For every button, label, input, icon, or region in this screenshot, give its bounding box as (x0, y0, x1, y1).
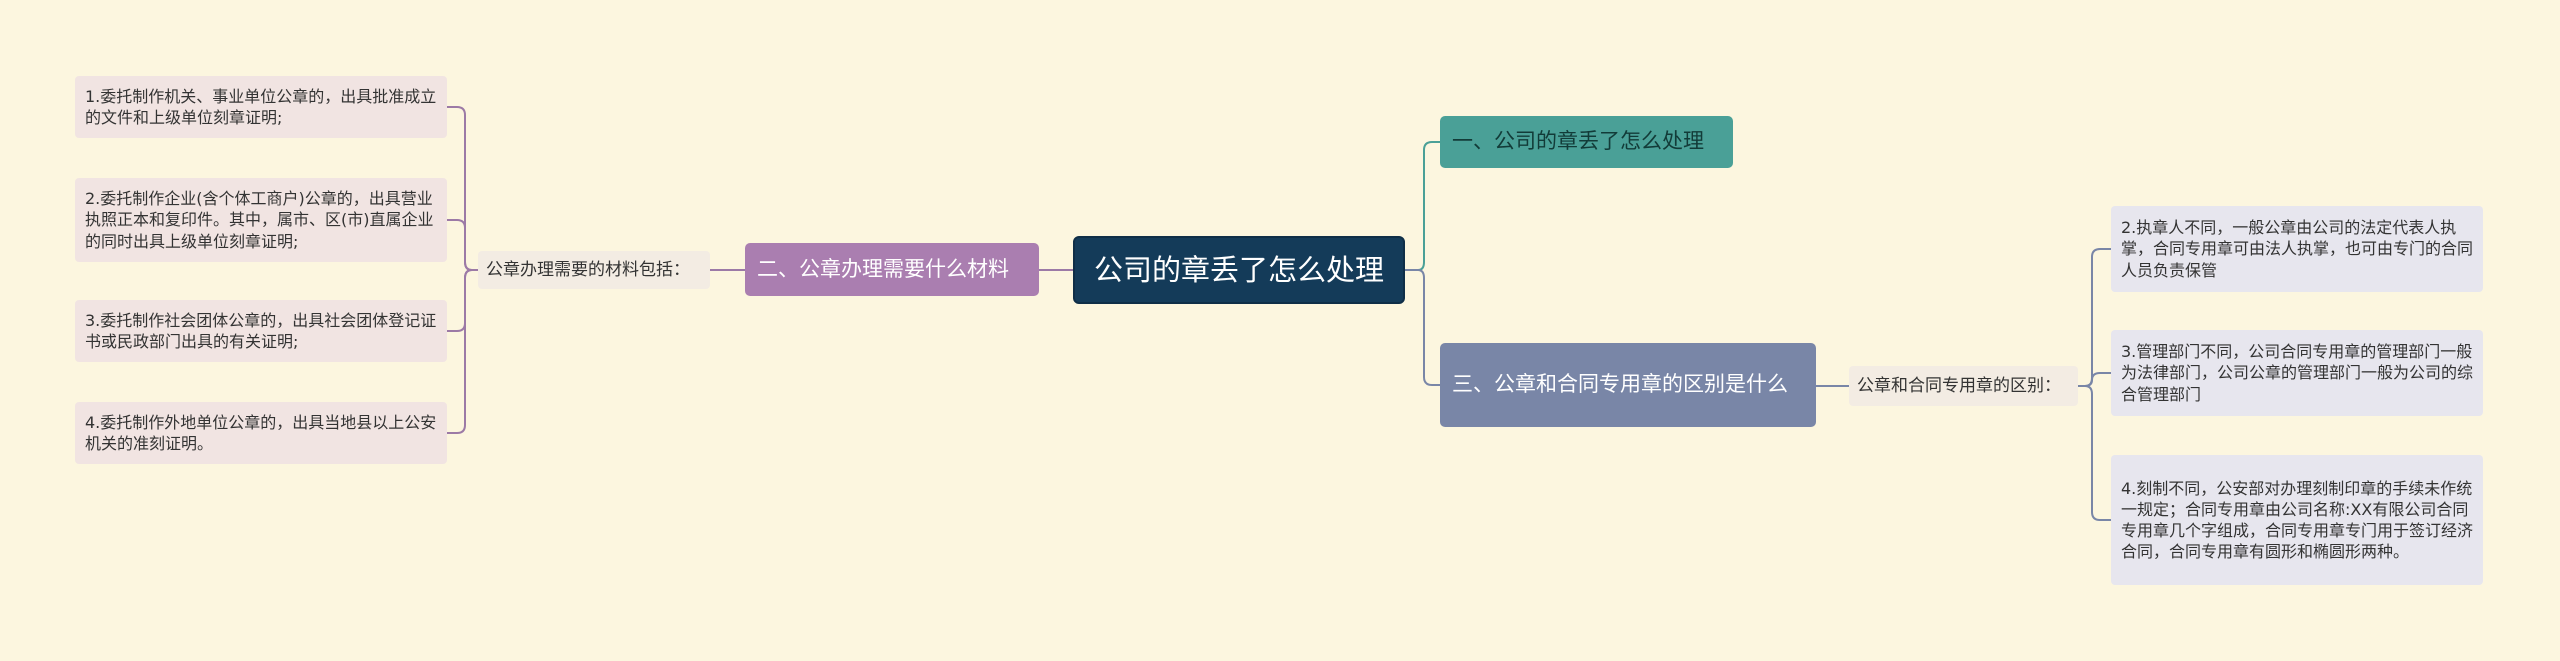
leaf-text: 4.委托制作外地单位公章的，出具当地县以上公安机关的准刻证明。 (85, 412, 437, 453)
branch-3-topic[interactable]: 三、公章和合同专用章的区别是什么 (1440, 343, 1816, 427)
branch-2-leaf-3[interactable]: 3.委托制作社会团体公章的，出具社会团体登记证书或民政部门出具的有关证明; (75, 300, 447, 362)
branch-3-leaf-2[interactable]: 3.管理部门不同，公司合同专用章的管理部门一般为法律部门，公司公章的管理部门一般… (2111, 330, 2483, 416)
branch-3-leaf-1[interactable]: 2.执章人不同，一般公章由公司的法定代表人执掌，合同专用章可由法人执掌，也可由专… (2111, 206, 2483, 292)
branch-2-leaf-2[interactable]: 2.委托制作企业(含个体工商户)公章的，出具营业执照正本和复印件。其中，属市、区… (75, 178, 447, 262)
leaf-text: 3.管理部门不同，公司合同专用章的管理部门一般为法律部门，公司公章的管理部门一般… (2121, 342, 2474, 404)
link-sub-left-leaf4 (447, 269, 478, 434)
branch-3-leaf-3[interactable]: 4.刻制不同，公安部对办理刻制印章的手续未作统一规定；合同专用章由公司名称:XX… (2111, 455, 2483, 585)
branch-3-label: 三、公章和合同专用章的区别是什么 (1452, 372, 1788, 397)
leaf-text: 3.委托制作社会团体公章的，出具社会团体登记证书或民政部门出具的有关证明; (85, 310, 437, 351)
leaf-text: 4.刻制不同，公安部对办理刻制印章的手续未作统一规定；合同专用章由公司名称:XX… (2121, 478, 2474, 562)
root-topic-label: 公司的章丢了怎么处理 (1093, 252, 1384, 287)
root-topic[interactable]: 公司的章丢了怎么处理 (1073, 236, 1405, 304)
branch-2-leaf-1[interactable]: 1.委托制作机关、事业单位公章的，出具批准成立的文件和上级单位刻章证明; (75, 76, 447, 138)
branch-3-subtopic-label: 公章和合同专用章的区别： (1857, 375, 2061, 396)
link-root-branch1 (1405, 141, 1440, 271)
branch-1-label: 一、公司的章丢了怎么处理 (1452, 129, 1704, 154)
link-sub-left-leaf1 (447, 106, 478, 271)
leaf-text: 2.委托制作企业(含个体工商户)公章的，出具营业执照正本和复印件。其中，属市、区… (85, 189, 434, 251)
link-sub-right-leaf1 (2078, 248, 2111, 387)
link-sub-left-leaf3 (447, 269, 478, 332)
link-sub-left-leaf2 (447, 219, 478, 271)
branch-2-label: 二、公章办理需要什么材料 (757, 256, 1009, 281)
link-sub-right-leaf2 (2078, 372, 2111, 387)
branch-2-topic[interactable]: 二、公章办理需要什么材料 (745, 243, 1039, 296)
branch-2-leaf-4[interactable]: 4.委托制作外地单位公章的，出具当地县以上公安机关的准刻证明。 (75, 402, 447, 464)
branch-3-subtopic[interactable]: 公章和合同专用章的区别： (1849, 366, 2078, 406)
leaf-text: 1.委托制作机关、事业单位公章的，出具批准成立的文件和上级单位刻章证明; (85, 86, 437, 127)
link-sub-right-leaf3 (2078, 385, 2111, 521)
branch-2-subtopic-label: 公章办理需要的材料包括： (486, 259, 690, 280)
branch-2-subtopic[interactable]: 公章办理需要的材料包括： (478, 251, 710, 289)
leaf-text: 2.执章人不同，一般公章由公司的法定代表人执掌，合同专用章可由法人执掌，也可由专… (2121, 218, 2474, 280)
branch-1-topic[interactable]: 一、公司的章丢了怎么处理 (1440, 116, 1733, 168)
link-root-branch3 (1405, 269, 1440, 386)
